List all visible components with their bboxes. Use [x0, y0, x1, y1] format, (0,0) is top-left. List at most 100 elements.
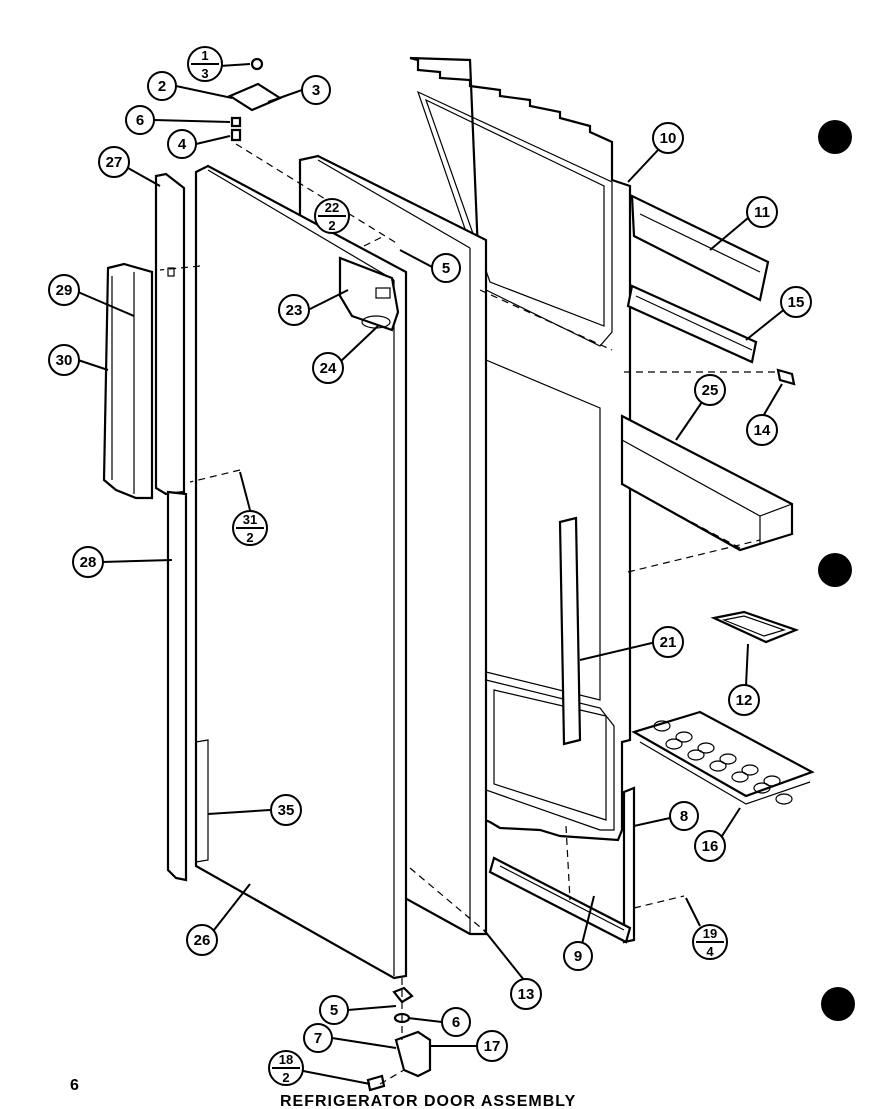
callout-31-2-bottom: 2	[246, 530, 253, 545]
callout-12-label: 12	[736, 692, 753, 709]
callout-15: 15	[780, 286, 812, 318]
callout-10: 10	[652, 122, 684, 154]
egg-cup	[665, 738, 683, 750]
callout-29-label: 29	[56, 282, 73, 299]
door-outer-panel	[194, 164, 408, 980]
callout-5-top-label: 5	[442, 260, 450, 277]
egg-cup	[687, 749, 705, 761]
callout-25-label: 25	[702, 382, 719, 399]
callout-31-2-top: 31	[243, 512, 257, 527]
door-handle	[102, 262, 154, 500]
shelf-bar-15	[626, 284, 758, 364]
callout-22-2-top: 22	[325, 200, 339, 215]
callout-28: 28	[72, 546, 104, 578]
registration-dot-middle	[818, 553, 852, 587]
callout-30-label: 30	[56, 352, 73, 369]
callout-1-3: 1 3	[187, 46, 223, 82]
callout-18-2-bottom: 2	[282, 1070, 289, 1085]
callout-14: 14	[746, 414, 778, 446]
handle-trim	[154, 172, 188, 882]
callout-31-2: 31 2	[232, 510, 268, 546]
door-stop-strip	[558, 516, 582, 746]
callout-19-4: 19 4	[692, 924, 728, 960]
callout-5-bottom: 5	[319, 995, 349, 1025]
bottom-trim	[488, 786, 636, 944]
callout-21-label: 21	[660, 634, 677, 651]
assembly-lines	[159, 143, 780, 1085]
callout-19-4-top: 19	[703, 926, 717, 941]
callout-24: 24	[312, 352, 344, 384]
egg-cup	[697, 742, 715, 754]
callout-7-label: 7	[314, 1030, 322, 1047]
shelf-clip	[776, 368, 796, 386]
callout-22-2: 22 2	[314, 198, 350, 234]
callout-3: 3	[301, 75, 331, 105]
egg-tray	[631, 710, 815, 805]
callout-22-2-bottom: 2	[328, 218, 335, 233]
callout-23: 23	[278, 294, 310, 326]
callout-28-label: 28	[80, 554, 97, 571]
callout-21: 21	[652, 626, 684, 658]
callout-9: 9	[563, 941, 593, 971]
egg-cup	[653, 720, 671, 732]
callout-10-label: 10	[660, 130, 677, 147]
hinge-cover	[338, 256, 400, 332]
door-shelf-25	[620, 414, 794, 552]
callout-4: 4	[167, 129, 197, 159]
callout-26-label: 26	[194, 932, 211, 949]
callout-11: 11	[746, 196, 778, 228]
callout-2-label: 2	[158, 78, 166, 95]
egg-cup	[753, 782, 771, 794]
callout-5-top: 5	[431, 253, 461, 283]
callout-16: 16	[694, 830, 726, 862]
callout-9-label: 9	[574, 948, 582, 965]
callout-27: 27	[98, 146, 130, 178]
top-hinge-parts	[227, 57, 283, 142]
callout-35: 35	[270, 794, 302, 826]
diagram-title: REFRIGERATOR DOOR ASSEMBLY	[280, 1093, 576, 1109]
egg-cup	[763, 775, 781, 787]
bottom-hinge-parts	[366, 986, 432, 1092]
leader-lines	[77, 63, 787, 1085]
callout-5-bottom-label: 5	[330, 1002, 338, 1019]
callout-1-3-bottom: 3	[201, 66, 208, 81]
callout-6-bottom-label: 6	[452, 1014, 460, 1031]
callout-8: 8	[669, 801, 699, 831]
egg-cup	[709, 760, 727, 772]
callout-23-label: 23	[286, 302, 303, 319]
egg-cup	[731, 771, 749, 783]
callout-6-top-label: 6	[136, 112, 144, 129]
callout-18-2-top: 18	[279, 1052, 293, 1067]
callout-11-label: 11	[754, 204, 770, 221]
callout-2: 2	[147, 71, 177, 101]
callout-19-4-bottom: 4	[706, 944, 714, 959]
callout-17: 17	[476, 1030, 508, 1062]
callout-18-2: 18 2	[268, 1050, 304, 1086]
egg-cup	[775, 793, 793, 805]
registration-dot-top	[818, 120, 852, 154]
callout-13-label: 13	[518, 986, 535, 1003]
callout-16-label: 16	[702, 838, 719, 855]
egg-cup	[741, 764, 759, 776]
callout-8-label: 8	[680, 808, 688, 825]
callout-25: 25	[694, 374, 726, 406]
callout-30: 30	[48, 344, 80, 376]
page-number: 6	[70, 1077, 80, 1094]
registration-dot-bottom	[821, 987, 855, 1021]
callout-7: 7	[303, 1023, 333, 1053]
callout-15-label: 15	[788, 294, 805, 311]
callout-35-label: 35	[278, 802, 295, 819]
callout-3-label: 3	[312, 82, 320, 99]
callout-26: 26	[186, 924, 218, 956]
callout-4-label: 4	[178, 136, 187, 153]
callout-1-3-top: 1	[201, 48, 208, 63]
callout-12: 12	[728, 684, 760, 716]
egg-cup	[719, 753, 737, 765]
egg-cup	[675, 731, 693, 743]
callout-6-top: 6	[125, 105, 155, 135]
callout-6-bottom: 6	[441, 1007, 471, 1037]
butter-dish	[710, 610, 800, 644]
callout-29: 29	[48, 274, 80, 306]
